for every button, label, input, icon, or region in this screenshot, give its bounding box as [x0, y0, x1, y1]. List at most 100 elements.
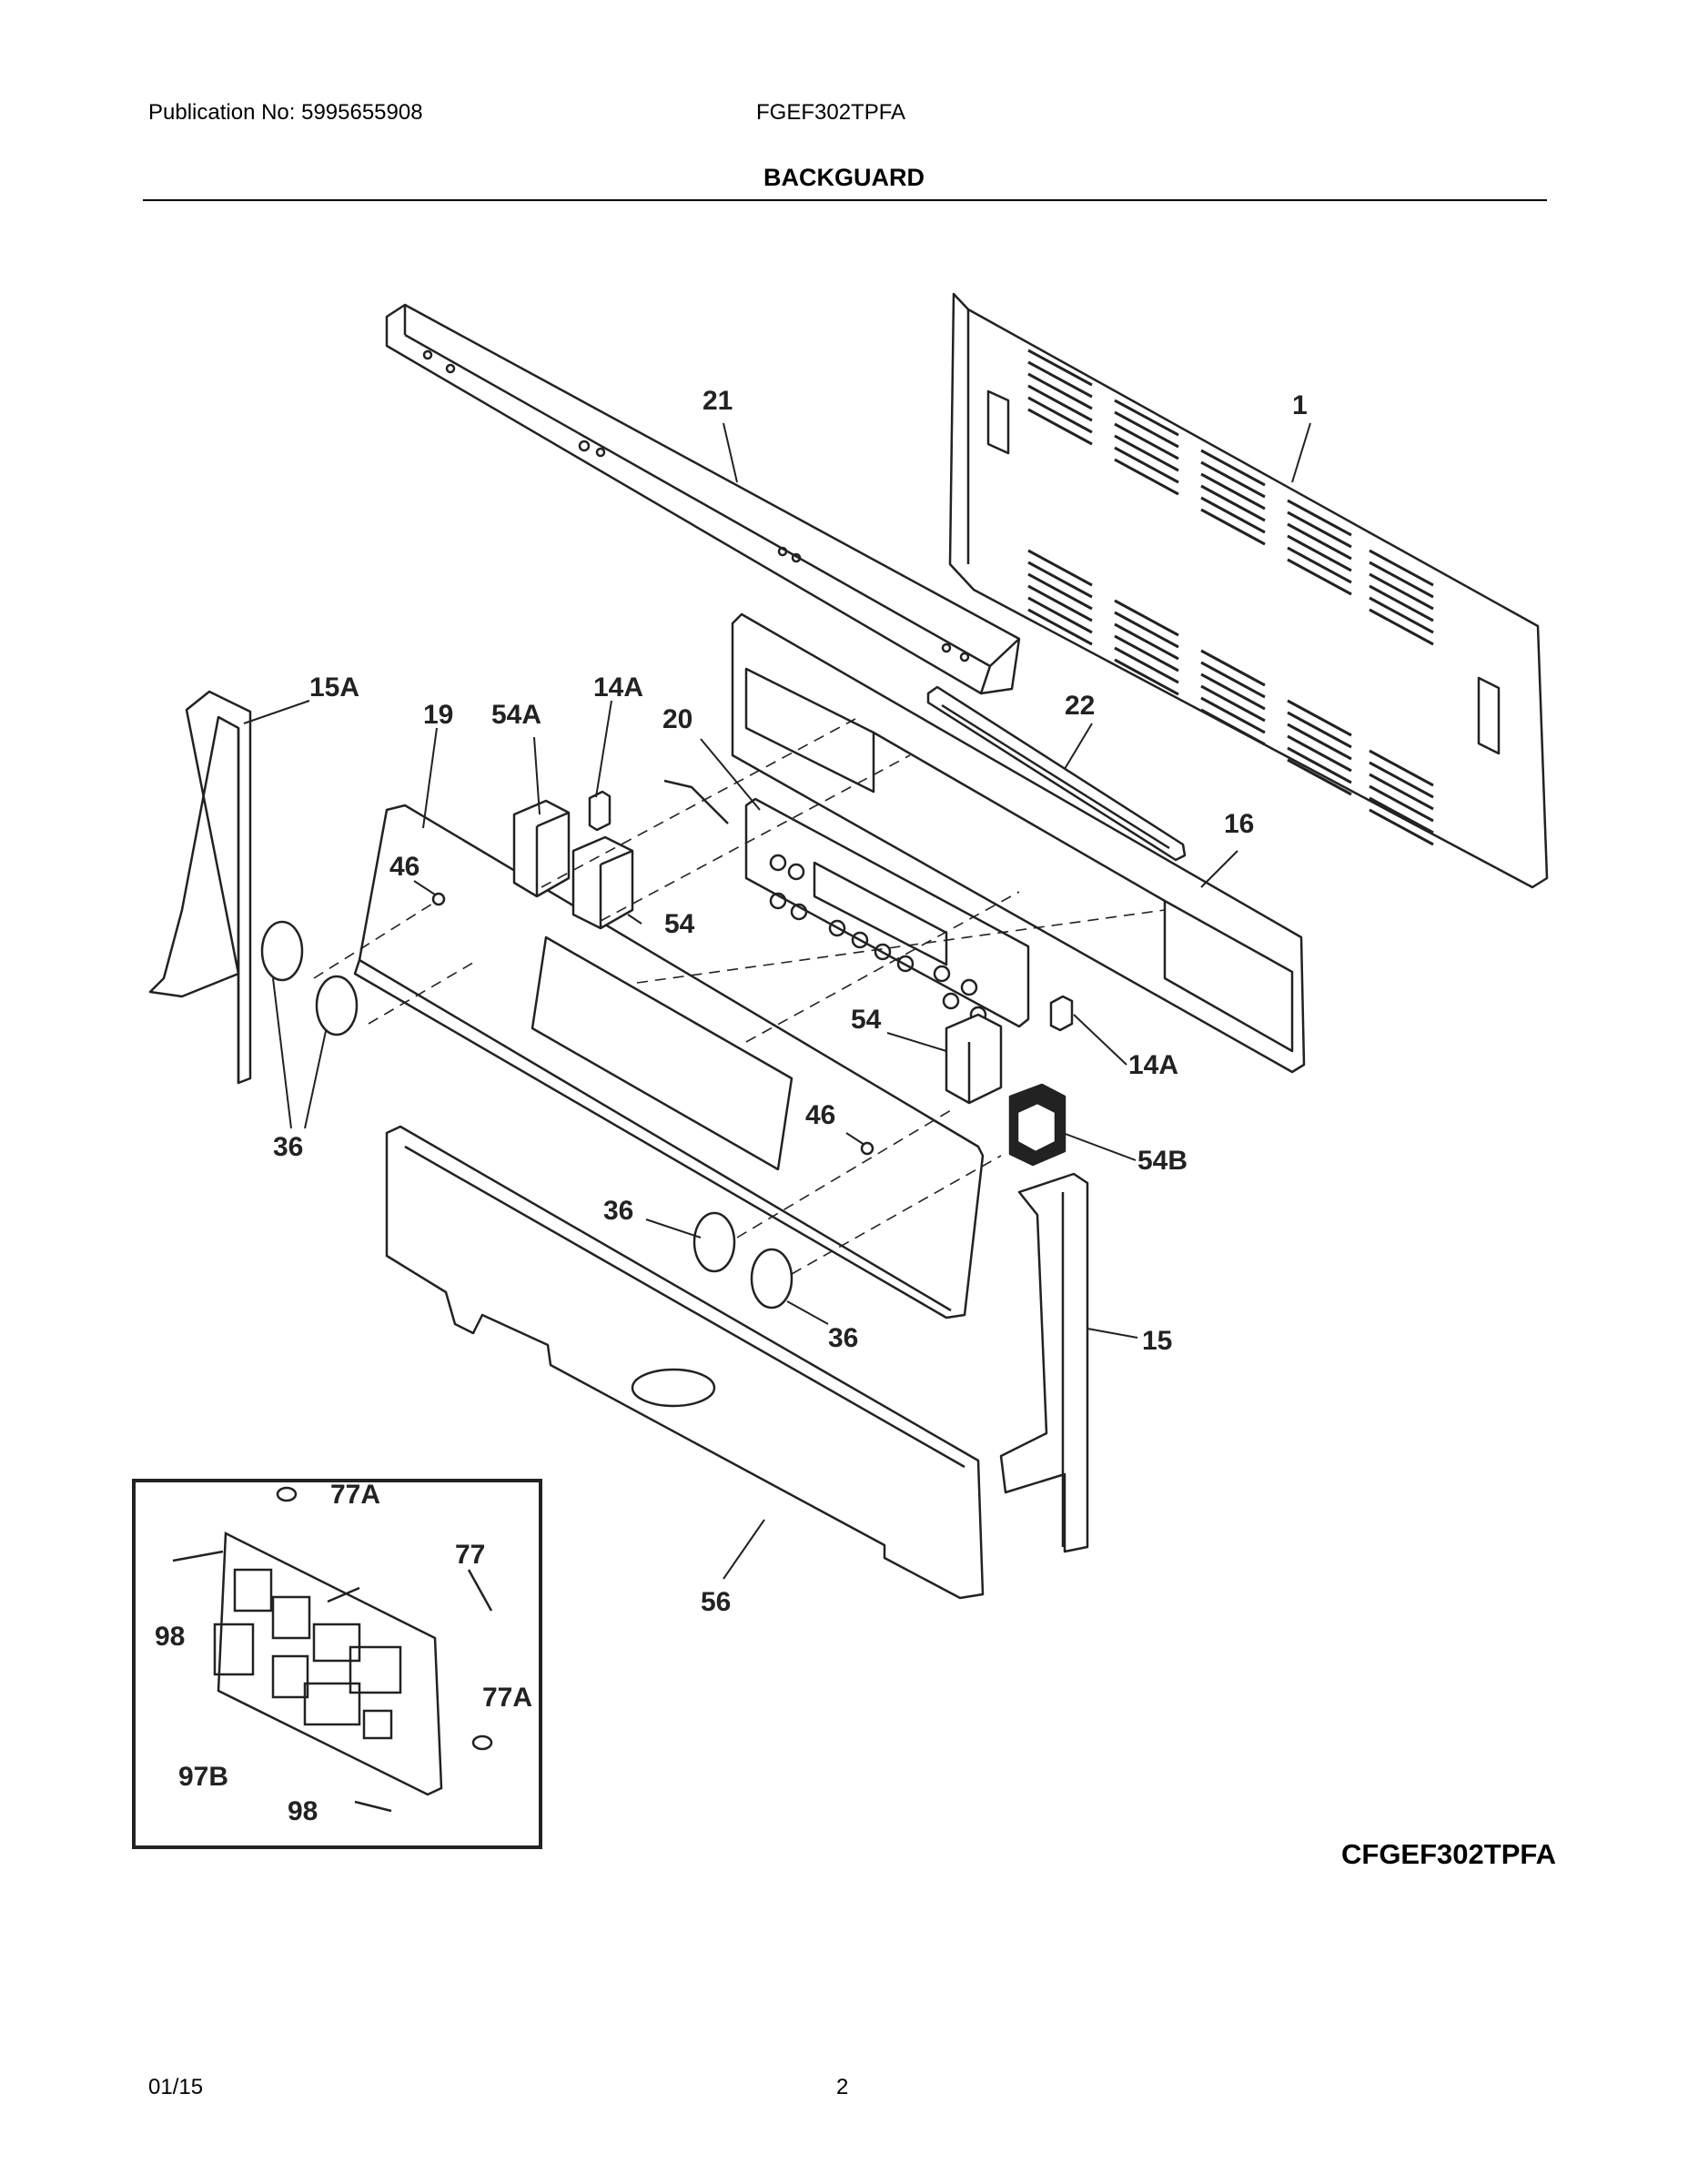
callout-20: 20	[662, 704, 692, 734]
vent-slot	[1287, 746, 1352, 784]
vent-slot	[1027, 384, 1093, 422]
vent-slot	[1114, 622, 1179, 661]
part-14A-clip-top	[588, 790, 612, 832]
callout-98-bottom: 98	[288, 1796, 318, 1826]
vent-slot	[1027, 408, 1093, 446]
part-21-top-trim	[385, 303, 1021, 695]
vent-slot	[1369, 596, 1434, 634]
vent-slot	[1114, 634, 1179, 672]
callout-56: 56	[701, 1587, 731, 1617]
vent-slot	[1027, 584, 1093, 622]
callout-36-mid: 36	[603, 1196, 633, 1226]
footer-date: 01/15	[148, 2075, 204, 2099]
vent-slot	[1287, 499, 1352, 537]
callout-77A-bottom: 77A	[482, 1683, 532, 1713]
model-number: FGEF302TPFA	[756, 100, 906, 125]
callout-labels: 21 1 15A 19 54A 14A 20 22 16 46 54 54 14…	[155, 386, 1308, 1826]
vent-slot	[1200, 672, 1266, 711]
vent-slot	[1114, 446, 1179, 484]
section-title: BACKGUARD	[763, 164, 925, 191]
vent-slot	[1369, 584, 1434, 622]
vent-slot	[1287, 699, 1352, 737]
vent-slot	[1200, 484, 1266, 522]
callout-54-mid: 54	[851, 1005, 882, 1035]
vent-slot	[1027, 561, 1093, 599]
callout-54A: 54A	[491, 700, 541, 730]
part-46-screw	[431, 892, 874, 1156]
callout-15: 15	[1142, 1326, 1172, 1356]
part-14A-clip-right	[1049, 995, 1074, 1032]
part-1-rear-panel	[948, 292, 1549, 889]
part-56-mounting-plate	[385, 1125, 985, 1600]
vent-slot	[1287, 511, 1352, 549]
part-54-switch-mid	[945, 1013, 1003, 1105]
vent-slot	[1369, 749, 1434, 787]
part-54B-switch	[1008, 1083, 1066, 1167]
vent-slot	[1200, 696, 1266, 734]
vent-slot	[1114, 658, 1179, 696]
vent-slot	[1200, 649, 1266, 687]
part-20-touch-control	[663, 779, 1030, 1028]
part-15-side-bracket	[999, 1172, 1089, 1553]
vent-slot	[1027, 572, 1093, 611]
vent-slot	[1114, 599, 1179, 637]
callout-46-mid: 46	[805, 1100, 835, 1130]
vent-slot	[1287, 723, 1352, 761]
vent-slot	[1027, 549, 1093, 587]
assembly-lines	[313, 718, 1166, 1275]
footer-page-number: 2	[836, 2075, 849, 2099]
vent-slot	[1114, 399, 1179, 437]
vent-slot	[1287, 758, 1352, 796]
diagram-code: CFGEF302TPFA	[1341, 1838, 1556, 1870]
part-22-bracket	[926, 685, 1187, 862]
vent-slot	[1287, 546, 1352, 584]
vent-slot	[1369, 608, 1434, 646]
vent-slot	[1114, 458, 1179, 496]
vent-slot	[1027, 596, 1093, 634]
inset-control-board	[132, 1479, 542, 1849]
vent-slot	[1200, 496, 1266, 534]
header-rule	[143, 199, 1547, 201]
part-16-control-frame	[731, 612, 1306, 1074]
vent-slot	[1114, 422, 1179, 460]
vent-slots	[1027, 349, 1434, 846]
vent-slot	[1114, 611, 1179, 649]
callout-1: 1	[1292, 390, 1308, 420]
vent-slot	[1027, 372, 1093, 410]
callout-14A-right: 14A	[1128, 1050, 1178, 1080]
part-36-knob	[260, 920, 793, 1309]
part-54A-switch	[512, 799, 571, 898]
callout-22: 22	[1065, 691, 1095, 721]
callout-21: 21	[702, 386, 733, 416]
vent-slot	[1200, 661, 1266, 699]
callout-97B: 97B	[178, 1762, 228, 1792]
vent-slot	[1369, 784, 1434, 823]
callout-36-right: 36	[828, 1323, 858, 1353]
publication-number: Publication No: 5995655908	[148, 100, 423, 125]
vent-slot	[1027, 360, 1093, 399]
vent-slot	[1287, 522, 1352, 561]
vent-slot	[1114, 646, 1179, 684]
vent-slot	[1200, 460, 1266, 499]
vent-slot	[1287, 558, 1352, 596]
vent-slot	[1114, 434, 1179, 472]
callout-36-left: 36	[273, 1132, 303, 1162]
callout-77A-top: 77A	[330, 1480, 380, 1510]
vent-slot	[1369, 761, 1434, 799]
callout-15A: 15A	[309, 672, 359, 703]
vent-slot	[1369, 572, 1434, 611]
vent-slot	[1369, 561, 1434, 599]
callout-14A-top: 14A	[593, 672, 643, 703]
callout-77: 77	[455, 1540, 485, 1570]
vent-slot	[1287, 534, 1352, 572]
vent-slot	[1114, 410, 1179, 449]
vent-slot	[1369, 549, 1434, 587]
vent-slot	[1287, 711, 1352, 749]
vent-slot	[1200, 449, 1266, 487]
vent-slot	[1200, 684, 1266, 723]
vent-slot	[1027, 608, 1093, 646]
vent-slot	[1200, 508, 1266, 546]
vent-slot	[1027, 349, 1093, 387]
vent-slot	[1027, 396, 1093, 434]
